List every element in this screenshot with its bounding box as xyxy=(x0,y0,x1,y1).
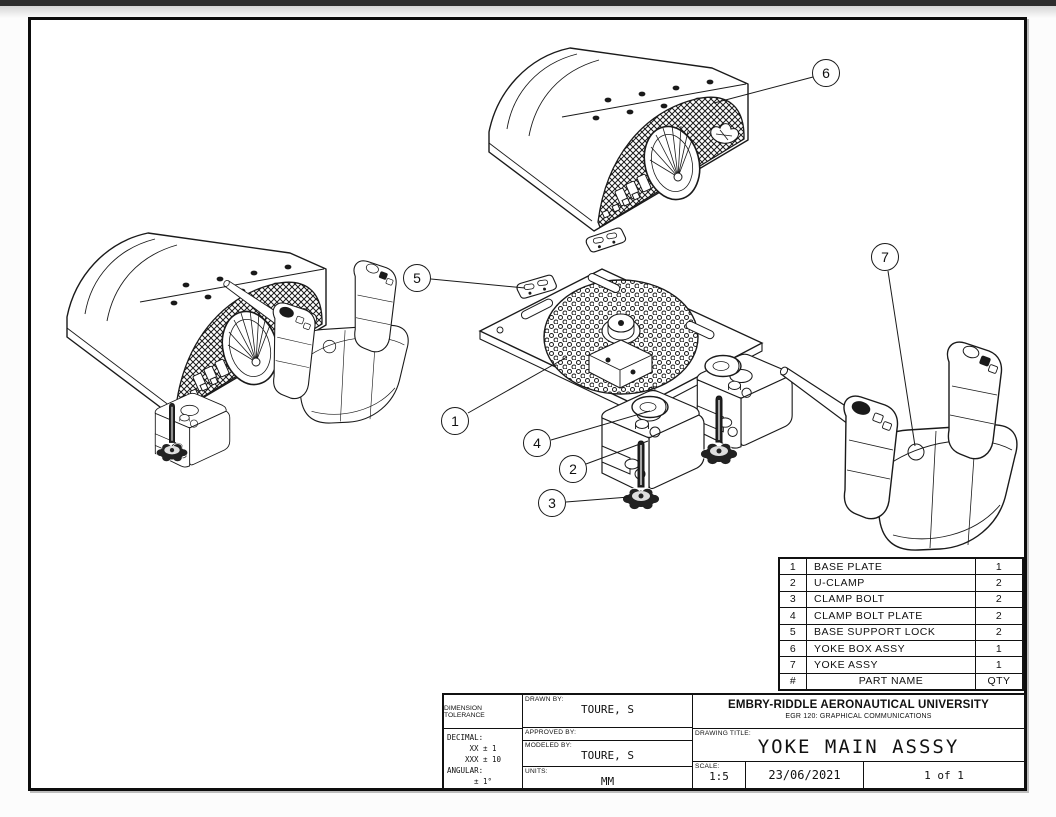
title-block: DIMENSION TOLERANCE DECIMAL: XX ± 1 XXX … xyxy=(442,693,1026,790)
balloon-1: 1 xyxy=(441,407,469,435)
part-name: YOKE ASSY xyxy=(814,658,879,671)
part-name: YOKE BOX ASSY xyxy=(814,642,906,655)
table-row: 7 YOKE ASSY 1 xyxy=(780,657,1022,674)
table-row: 2 U-CLAMP 2 xyxy=(780,575,1022,592)
decimal-label: DECIMAL: xyxy=(447,733,484,742)
course-name: EGR 120: GRAPHICAL COMMUNICATIONS xyxy=(785,713,932,720)
part-qty: 2 xyxy=(975,591,1022,608)
modeled-by-value: TOURE, S xyxy=(581,749,634,762)
part-number: 7 xyxy=(780,657,807,673)
balloon-4: 4 xyxy=(523,429,551,457)
part-name: U-CLAMP xyxy=(814,577,865,590)
window-top-shadow xyxy=(0,6,1056,18)
angular-value: ± 1° xyxy=(473,777,493,786)
university-name: EMBRY-RIDDLE AERONAUTICAL UNIVERSITY xyxy=(727,699,990,711)
drawing-title-label: DRAWING TITLE: xyxy=(695,730,751,737)
table-row: 1 BASE PLATE 1 xyxy=(780,559,1022,576)
modeled-by-cell: MODELED BY: TOURE, S xyxy=(523,741,693,767)
approved-by-cell: APPROVED BY: xyxy=(523,728,693,741)
modeled-by-label: MODELED BY: xyxy=(525,742,572,749)
drawing-title-cell: DRAWING TITLE: YOKE MAIN ASSSY xyxy=(693,729,1024,762)
decimal-xx: XX ± 1 xyxy=(469,744,497,753)
table-row: 5 BASE SUPPORT LOCK 2 xyxy=(780,624,1022,641)
dimension-tolerance-cell: DIMENSION TOLERANCE xyxy=(444,695,523,729)
part-number: 4 xyxy=(780,608,807,624)
tolerance-values-cell: DECIMAL: XX ± 1 XXX ± 10 ANGULAR: ± 1° xyxy=(444,729,523,788)
drawn-by-value: TOURE, S xyxy=(581,703,634,716)
table-header-row: # PART NAME QTY xyxy=(780,673,1022,689)
university-cell: EMBRY-RIDDLE AERONAUTICAL UNIVERSITY EGR… xyxy=(693,695,1024,729)
part-qty: 2 xyxy=(975,624,1022,640)
parts-table: 1 BASE PLATE 1 2 U-CLAMP 2 3 CLAMP BOLT … xyxy=(778,557,1024,691)
part-number: 6 xyxy=(780,640,807,657)
balloon-6: 6 xyxy=(812,59,840,87)
units-label: UNITS: xyxy=(525,768,548,775)
part-number: 2 xyxy=(780,575,807,591)
units-value: MM xyxy=(600,775,615,788)
table-row: 6 YOKE BOX ASSY 1 xyxy=(780,640,1022,658)
part-number: 3 xyxy=(780,591,807,608)
drawn-by-label: DRAWN BY: xyxy=(525,696,564,703)
part-qty: 1 xyxy=(975,640,1022,657)
part-qty: 2 xyxy=(975,608,1022,624)
sheet-count-cell: 1 of 1 xyxy=(924,768,964,782)
part-number: 1 xyxy=(780,559,807,575)
header-part-name: PART NAME xyxy=(858,675,924,688)
part-number: 5 xyxy=(780,624,807,640)
balloon-5: 5 xyxy=(403,264,431,292)
decimal-xxx: XXX ± 10 xyxy=(464,755,502,764)
drawn-by-cell: DRAWN BY: TOURE, S xyxy=(523,695,693,728)
header-num: # xyxy=(780,673,807,689)
balloon-2: 2 xyxy=(559,455,587,483)
part-name: BASE SUPPORT LOCK xyxy=(814,626,936,639)
date-cell: 23/06/2021 xyxy=(746,762,864,788)
table-row: 3 CLAMP BOLT 2 xyxy=(780,591,1022,609)
approved-by-label: APPROVED BY: xyxy=(525,729,577,736)
part-name: CLAMP BOLT xyxy=(814,593,885,606)
scale-value: 1:5 xyxy=(709,770,729,783)
drawing-title-value: YOKE MAIN ASSSY xyxy=(757,736,960,758)
units-cell: UNITS: MM xyxy=(523,767,693,788)
part-qty: 1 xyxy=(975,559,1022,575)
part-qty: 1 xyxy=(975,657,1022,673)
header-qty: QTY xyxy=(975,673,1022,689)
part-name: CLAMP BOLT PLATE xyxy=(814,609,923,622)
balloon-7: 7 xyxy=(871,243,899,271)
balloon-3: 3 xyxy=(538,489,566,517)
part-name: BASE PLATE xyxy=(814,560,883,573)
scale-label: SCALE: xyxy=(695,763,720,770)
scale-cell: SCALE: 1:5 xyxy=(693,762,746,788)
part-qty: 2 xyxy=(975,575,1022,591)
table-row: 4 CLAMP BOLT PLATE 2 xyxy=(780,608,1022,625)
angular-label: ANGULAR: xyxy=(447,766,484,775)
window-top-bar xyxy=(0,0,1056,6)
